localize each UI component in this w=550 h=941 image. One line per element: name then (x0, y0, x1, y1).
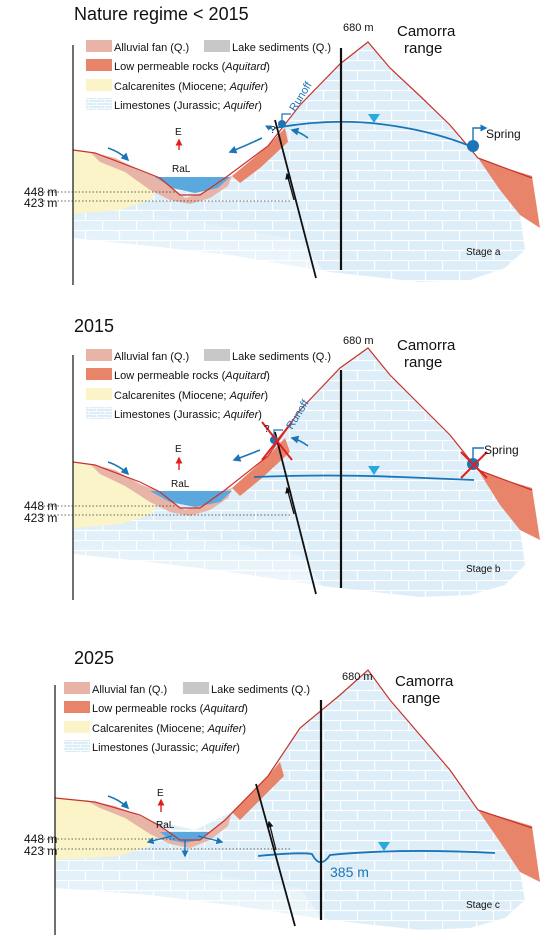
range-name-line2: range (404, 354, 442, 371)
range-name-line1: Camorra (395, 673, 454, 690)
spring-label: Spring (484, 443, 519, 457)
water-level-label: 385 m (330, 864, 369, 880)
legend-aquitard: Low permeable rocks (Aquitard) (92, 703, 248, 715)
water-table-triangle (368, 114, 380, 123)
aquitard-right (478, 810, 540, 882)
evaporation-label: E (157, 788, 164, 799)
legend: Alluvial fan (Q.) Lake sediments (Q.) Lo… (64, 682, 310, 754)
panel-title: 2015 (74, 316, 114, 336)
peak-elevation: 680 m (342, 671, 373, 683)
limestone-body (73, 348, 525, 597)
panel-stage-c: 2025 448 m 423 m 385 m E RaL 680 m Camor… (24, 648, 540, 935)
legend-calcarenite: Calcarenites (Miocene; Aquifer) (92, 723, 246, 735)
lake-label: RaL (172, 164, 191, 175)
fault-line (274, 431, 317, 595)
spring-label: Spring (486, 127, 521, 141)
legend-alluvial: Alluvial fan (Q.) (114, 351, 189, 363)
aquitard-slope (232, 438, 290, 496)
legend-limestone: Limestones (Jurassic; Aquifer) (92, 742, 240, 754)
stage-label: Stage c (466, 900, 500, 911)
legend-calcarenite: Calcarenites (Miocene; Aquifer) (114, 390, 268, 402)
cross-icon (460, 451, 488, 479)
lake-water (150, 491, 232, 507)
legend-calcarenite: Calcarenites (Miocene; Aquifer) (114, 81, 268, 93)
lake-label: RaL (156, 820, 175, 831)
lake-water (155, 177, 230, 193)
elevation-423: 423 m (24, 844, 57, 858)
panel-title: 2025 (74, 648, 114, 668)
calcarenite-layer (55, 798, 158, 860)
question-mark: ? (270, 125, 276, 136)
range-name-line2: range (402, 690, 440, 707)
elevation-448: 448 m (24, 185, 57, 199)
water-table (253, 474, 475, 481)
evaporation-label: E (175, 444, 182, 455)
legend-alluvial: Alluvial fan (Q.) (114, 42, 189, 54)
alluvial-fan (85, 800, 232, 848)
legend-limestone: Limestones (Jurassic; Aquifer) (114, 100, 262, 112)
peak-elevation: 680 m (343, 335, 374, 347)
spring-point (467, 140, 479, 152)
legend-aquitard: Low permeable rocks (Aquitard) (114, 370, 270, 382)
cross-icon (261, 421, 293, 461)
calcarenite-layer (73, 150, 158, 214)
range-name-line1: Camorra (397, 337, 456, 354)
legend-lake: Lake sediments (Q.) (232, 42, 331, 54)
question-mark: ? (264, 424, 270, 435)
range-name-line1: Camorra (397, 23, 456, 40)
panel-title: Nature regime < 2015 (74, 4, 249, 24)
elevation-423: 423 m (24, 196, 57, 210)
legend: Alluvial fan (Q.) Lake sediments (Q.) Lo… (86, 349, 331, 421)
legend-aquitard: Low permeable rocks (Aquitard) (114, 61, 270, 73)
evaporation-label: E (175, 127, 182, 138)
elevation-448: 448 m (24, 499, 57, 513)
fault-line (274, 119, 317, 279)
surface-line (54, 669, 533, 841)
water-table-triangle (368, 466, 380, 475)
legend-alluvial: Alluvial fan (Q.) (92, 684, 167, 696)
legend: Alluvial fan (Q.) Lake sediments (Q.) Lo… (86, 40, 331, 112)
fault-line (255, 783, 296, 927)
elevation-448: 448 m (24, 832, 57, 846)
aquitard-slope (232, 128, 288, 183)
panel-stage-b: 2015 448 m 423 m Spring ? Runoff (24, 316, 540, 600)
range-name-line2: range (404, 40, 442, 57)
lake-label: RaL (171, 479, 190, 490)
stage-label: Stage b (466, 564, 501, 575)
stage-label: Stage a (466, 247, 501, 258)
elevation-423: 423 m (24, 511, 57, 525)
water-table-triangle (378, 842, 390, 851)
water-table (274, 120, 471, 147)
calcarenite-layer (73, 462, 158, 528)
limestone-body (55, 670, 525, 930)
water-table (257, 850, 496, 864)
peak-elevation: 680 m (343, 22, 374, 34)
legend-lake: Lake sediments (Q.) (211, 684, 310, 696)
legend-lake: Lake sediments (Q.) (232, 351, 331, 363)
panel-stage-a: Nature regime < 2015 448 m 423 m (24, 4, 540, 285)
legend-limestone: Limestones (Jurassic; Aquifer) (114, 409, 262, 421)
